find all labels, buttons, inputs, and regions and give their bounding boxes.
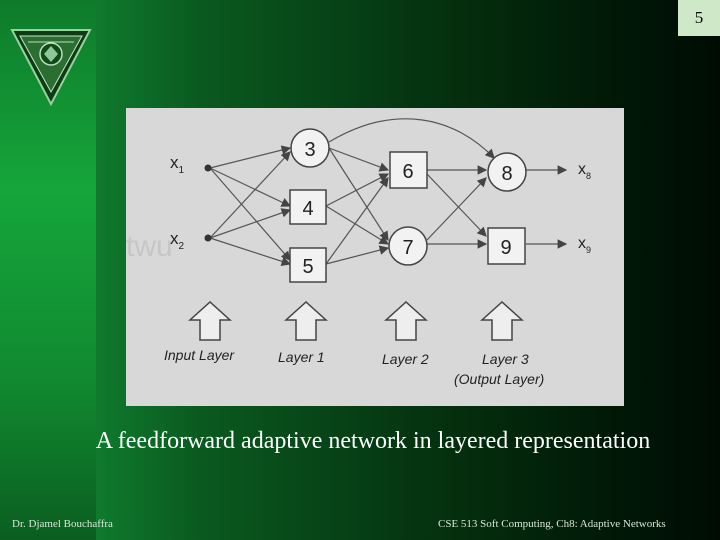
node-3-label: 3 <box>304 139 315 161</box>
watermark-text: twu <box>126 230 173 263</box>
input-node-x2 <box>204 234 212 242</box>
input-node-x1 <box>204 164 212 172</box>
node-6 <box>389 151 428 189</box>
node-5-label: 5 <box>302 256 313 278</box>
network-figure: twu <box>126 108 624 406</box>
node-8-label: 8 <box>501 163 512 185</box>
footer-author: Dr. Djamel Bouchaffra <box>12 518 113 530</box>
up-arrow-icon <box>188 300 232 341</box>
layer-label-3: Layer 3 <box>482 351 529 367</box>
layer-label-2: Layer 2 <box>382 351 429 367</box>
connections <box>209 118 568 266</box>
node-4 <box>289 189 327 225</box>
input-label-x2: x2 <box>170 229 185 252</box>
node-8 <box>487 152 527 192</box>
footer-course: CSE 513 Soft Computing, Ch8: Adaptive Ne… <box>438 518 666 530</box>
up-arrow-icon <box>384 300 428 341</box>
network-diagram: twu <box>126 118 591 387</box>
node-9-label: 9 <box>500 237 511 259</box>
layer-label-output: (Output Layer) <box>454 371 544 387</box>
up-arrow-icon <box>480 300 524 341</box>
university-logo-icon <box>10 29 92 106</box>
node-4-label: 4 <box>302 198 313 220</box>
node-9 <box>487 227 526 265</box>
page-number: 5 <box>678 0 720 36</box>
output-label-x8: x8 <box>578 161 591 181</box>
node-3 <box>290 128 330 168</box>
node-6-label: 6 <box>402 161 413 183</box>
input-label-x1: x1 <box>170 153 185 176</box>
figure-caption: A feedforward adaptive network in layere… <box>95 428 651 454</box>
up-arrow-icon <box>284 300 328 341</box>
layer-label-input: Input Layer <box>164 347 235 363</box>
node-7 <box>388 226 428 266</box>
layer-label-1: Layer 1 <box>278 349 325 365</box>
node-5 <box>289 247 327 283</box>
node-7-label: 7 <box>402 237 413 259</box>
output-label-x9: x9 <box>578 235 591 255</box>
